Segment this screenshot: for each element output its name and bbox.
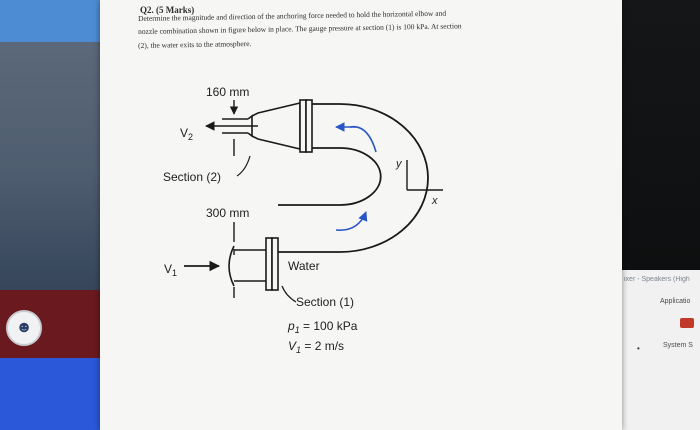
- section2-leader: [236, 155, 251, 177]
- desktop-left-blue-panel: [0, 358, 102, 430]
- v2-subscript: 2: [188, 132, 193, 142]
- v1-value: = 2 m/s: [301, 339, 344, 353]
- section1-leader: [281, 285, 297, 303]
- desktop-right-dark-panel: [622, 0, 700, 270]
- nozzle-lip: [247, 114, 253, 138]
- dimension-300mm-label: 300 mm: [206, 206, 249, 220]
- v2-symbol: V: [180, 126, 188, 140]
- p1-equation: p1 = 100 kPa: [287, 319, 358, 335]
- y-axis-label: y: [395, 158, 403, 170]
- top-flange-inner: [305, 99, 313, 153]
- elbow-nozzle-diagram: 160 mm V2 Section (2) y x 300 mm: [163, 85, 443, 355]
- nozzle-cone: [251, 101, 301, 151]
- v1-equation: V1 = 2 m/s: [288, 339, 344, 355]
- question-title: Q2. (5 Marks): [140, 5, 195, 15]
- v1-label: V1: [164, 262, 177, 278]
- section1-label: Section (1): [296, 295, 354, 309]
- bottom-flange-inner: [271, 237, 279, 291]
- applications-label[interactable]: Applicatio: [660, 298, 691, 305]
- elbow-inner-wall: [278, 147, 382, 206]
- p1-value: = 100 kPa: [300, 319, 358, 333]
- flow-arrow-top-curve: [349, 125, 377, 153]
- p1-subscript: 1: [295, 325, 300, 335]
- section2-label: Section (2): [163, 170, 221, 184]
- bullet-icon: •: [637, 344, 640, 353]
- speakers-label: ixer - Speakers (High: [624, 276, 690, 283]
- water-label: Water: [288, 259, 320, 273]
- v1-symbol: V: [164, 262, 172, 276]
- inlet-pipe-break: [228, 245, 235, 287]
- elbow-outer-wall: [278, 103, 429, 253]
- p1-symbol: p: [287, 319, 295, 333]
- flow-arrow-bottom: [335, 211, 368, 231]
- app-icon[interactable]: [680, 318, 694, 328]
- x-axis-label: x: [431, 195, 438, 207]
- v2-label: V2: [180, 126, 193, 142]
- user-avatar-icon[interactable]: ☻: [6, 310, 42, 346]
- desktop-left-blue-band: [0, 0, 102, 42]
- dimension-160mm-label: 160 mm: [206, 85, 249, 99]
- document-sheet: Q2. (5 Marks) Determine the magnitude an…: [100, 0, 622, 430]
- top-flange: [299, 99, 307, 153]
- v1-subscript: 1: [172, 268, 177, 278]
- bottom-flange: [265, 237, 273, 291]
- v1-eq-symbol: V: [288, 339, 297, 353]
- system-label[interactable]: System S: [663, 342, 693, 349]
- v1-eq-subscript: 1: [296, 345, 301, 355]
